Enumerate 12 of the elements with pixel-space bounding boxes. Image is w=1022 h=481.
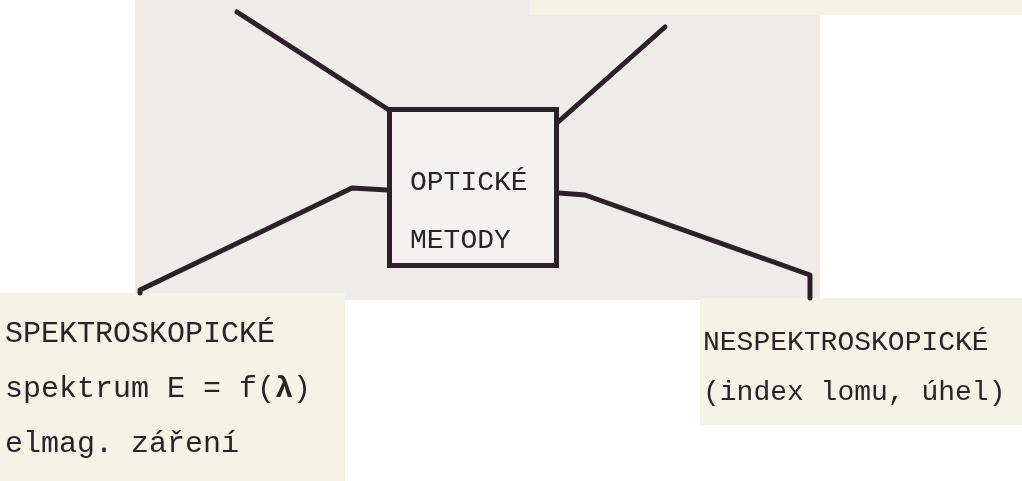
connector-line [137,185,390,296]
connector-line [556,190,813,301]
category-note: spektrum E = f(λ) [5,371,313,408]
category-heading: NESPEKTROSKOPICKÉ [703,326,990,360]
category-heading: SPEKTROSKOPICKÉ [5,316,277,353]
category-card [0,293,345,481]
category-card [700,298,1022,425]
box-title: OPTICKÉ METODY [410,166,529,258]
connector-line [234,9,392,113]
category-note: elmag. záření [5,426,241,463]
category-note: (index lomu, úhel) [703,376,1007,410]
method-box [387,107,559,268]
